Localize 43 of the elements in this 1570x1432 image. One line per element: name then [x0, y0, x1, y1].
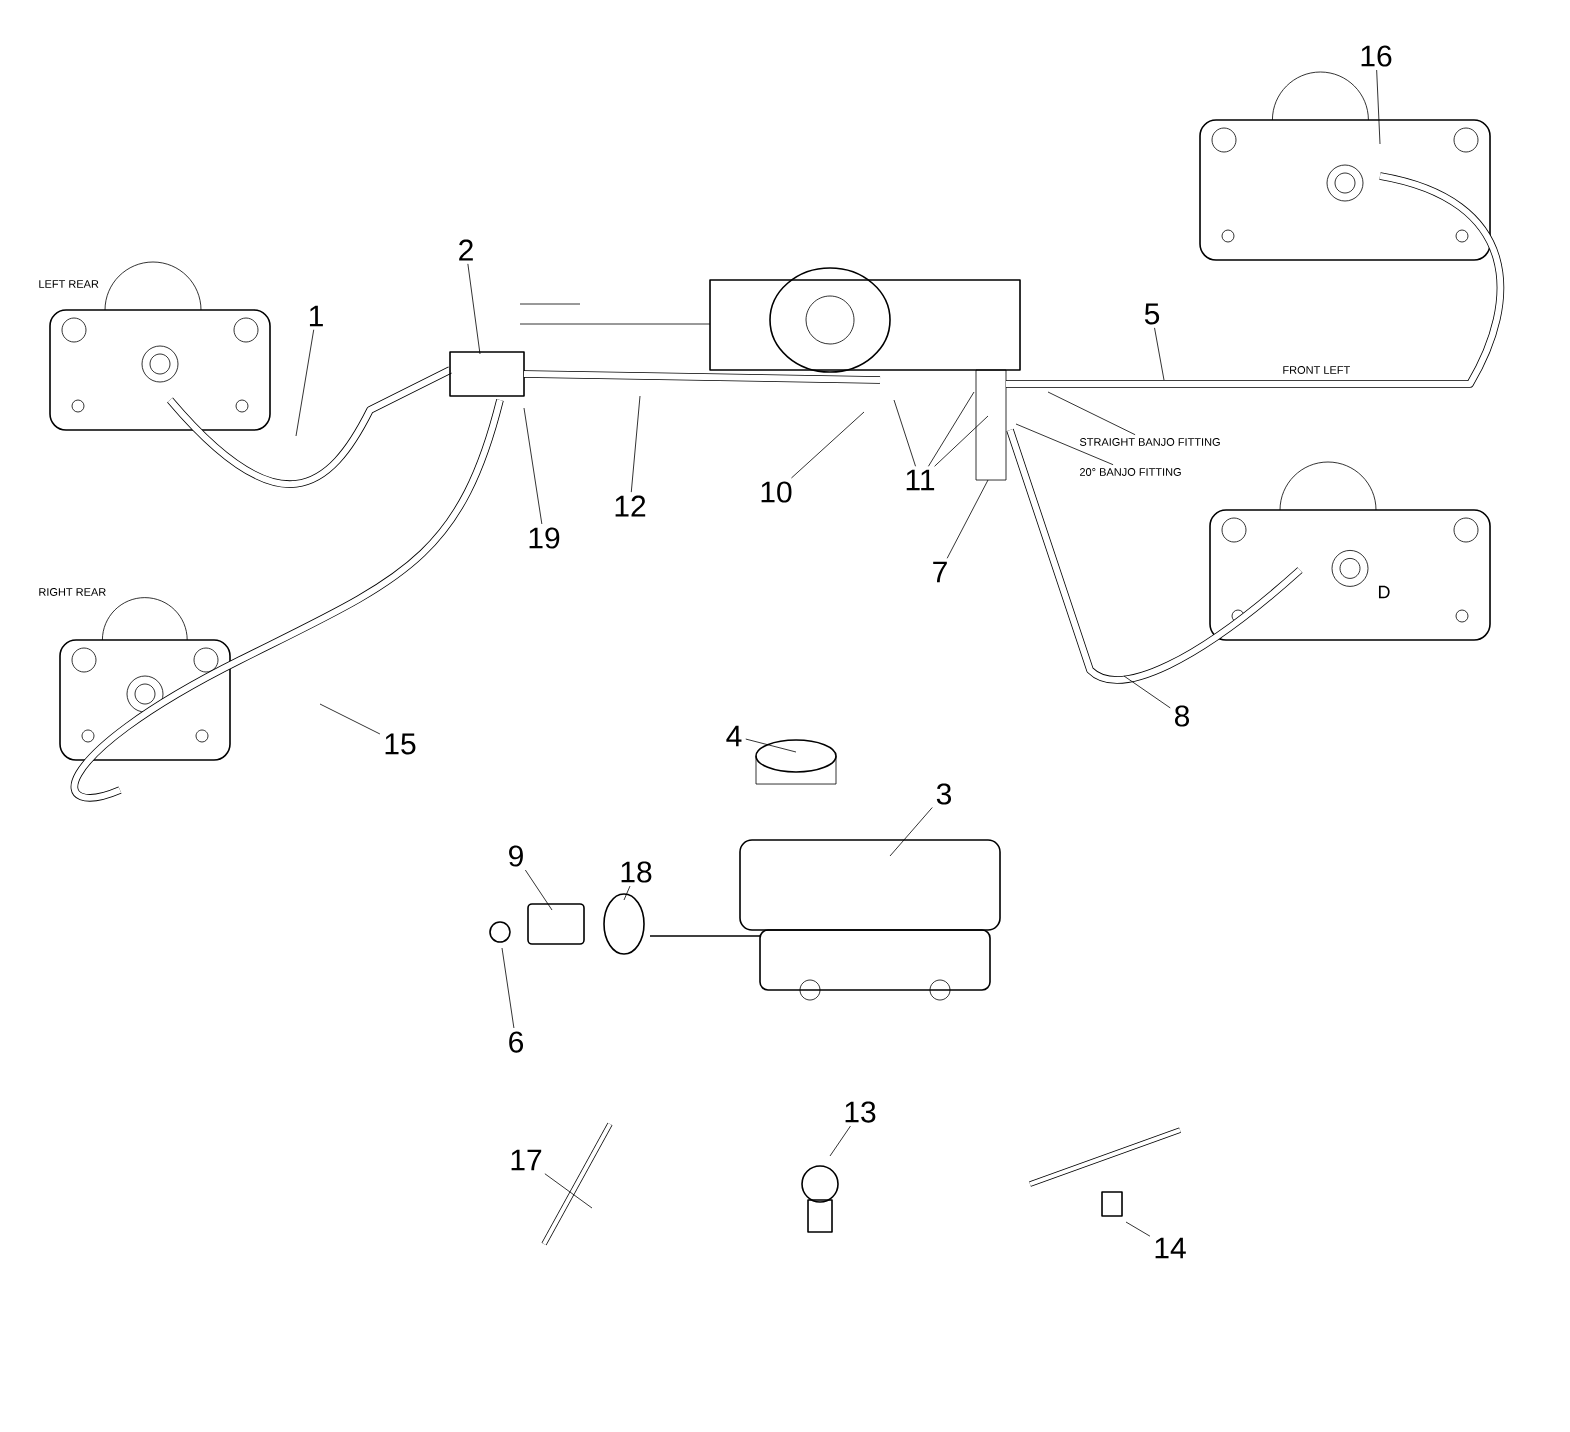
- cast-mark: D: [1379, 585, 1390, 599]
- leader-line: [523, 407, 543, 525]
- callout-number: 4: [726, 725, 742, 747]
- callout-number: 2: [459, 239, 473, 261]
- leader-line: [1376, 69, 1381, 145]
- callout-number: 1: [309, 305, 323, 327]
- callout-number: 19: [529, 527, 560, 549]
- leader-line: [946, 479, 989, 559]
- leader-line: [745, 738, 797, 753]
- leader-line: [623, 885, 631, 901]
- leader-line: [829, 1125, 851, 1157]
- leader-line: [295, 329, 315, 437]
- callout-number: 12: [615, 495, 646, 517]
- callout-number: 3: [936, 783, 952, 805]
- leader-line: [1123, 675, 1171, 709]
- leader-line: [1125, 1221, 1151, 1237]
- callout-number: 6: [509, 1031, 524, 1053]
- leader-line: [501, 947, 515, 1029]
- leader-line: [544, 1173, 593, 1209]
- callout-number: 13: [845, 1101, 876, 1123]
- callout-number: 11: [906, 469, 935, 491]
- leader-line: [889, 807, 933, 857]
- callout-number: 14: [1155, 1237, 1186, 1259]
- leader-line: [1047, 391, 1136, 436]
- leader-line: [319, 703, 381, 735]
- callout-number: 7: [933, 561, 947, 583]
- callout-number: 5: [1144, 303, 1160, 325]
- callout-number: 10: [761, 481, 792, 503]
- leader-line: [1015, 423, 1114, 466]
- callout-number: 8: [1175, 705, 1190, 727]
- leader-line: [928, 391, 975, 467]
- callout-number: 18: [621, 861, 652, 883]
- leader-line: [791, 411, 865, 479]
- leader-line: [1154, 327, 1165, 381]
- leader-line: [893, 399, 916, 467]
- callout-number: 16: [1361, 45, 1392, 67]
- leader-line: [524, 869, 553, 911]
- callout-number: 9: [509, 845, 523, 867]
- callout-number: 17: [511, 1149, 542, 1171]
- leader-line: [934, 415, 989, 467]
- leader-line: [467, 263, 481, 355]
- callout-number: 15: [385, 733, 416, 755]
- leader-line: [630, 395, 641, 493]
